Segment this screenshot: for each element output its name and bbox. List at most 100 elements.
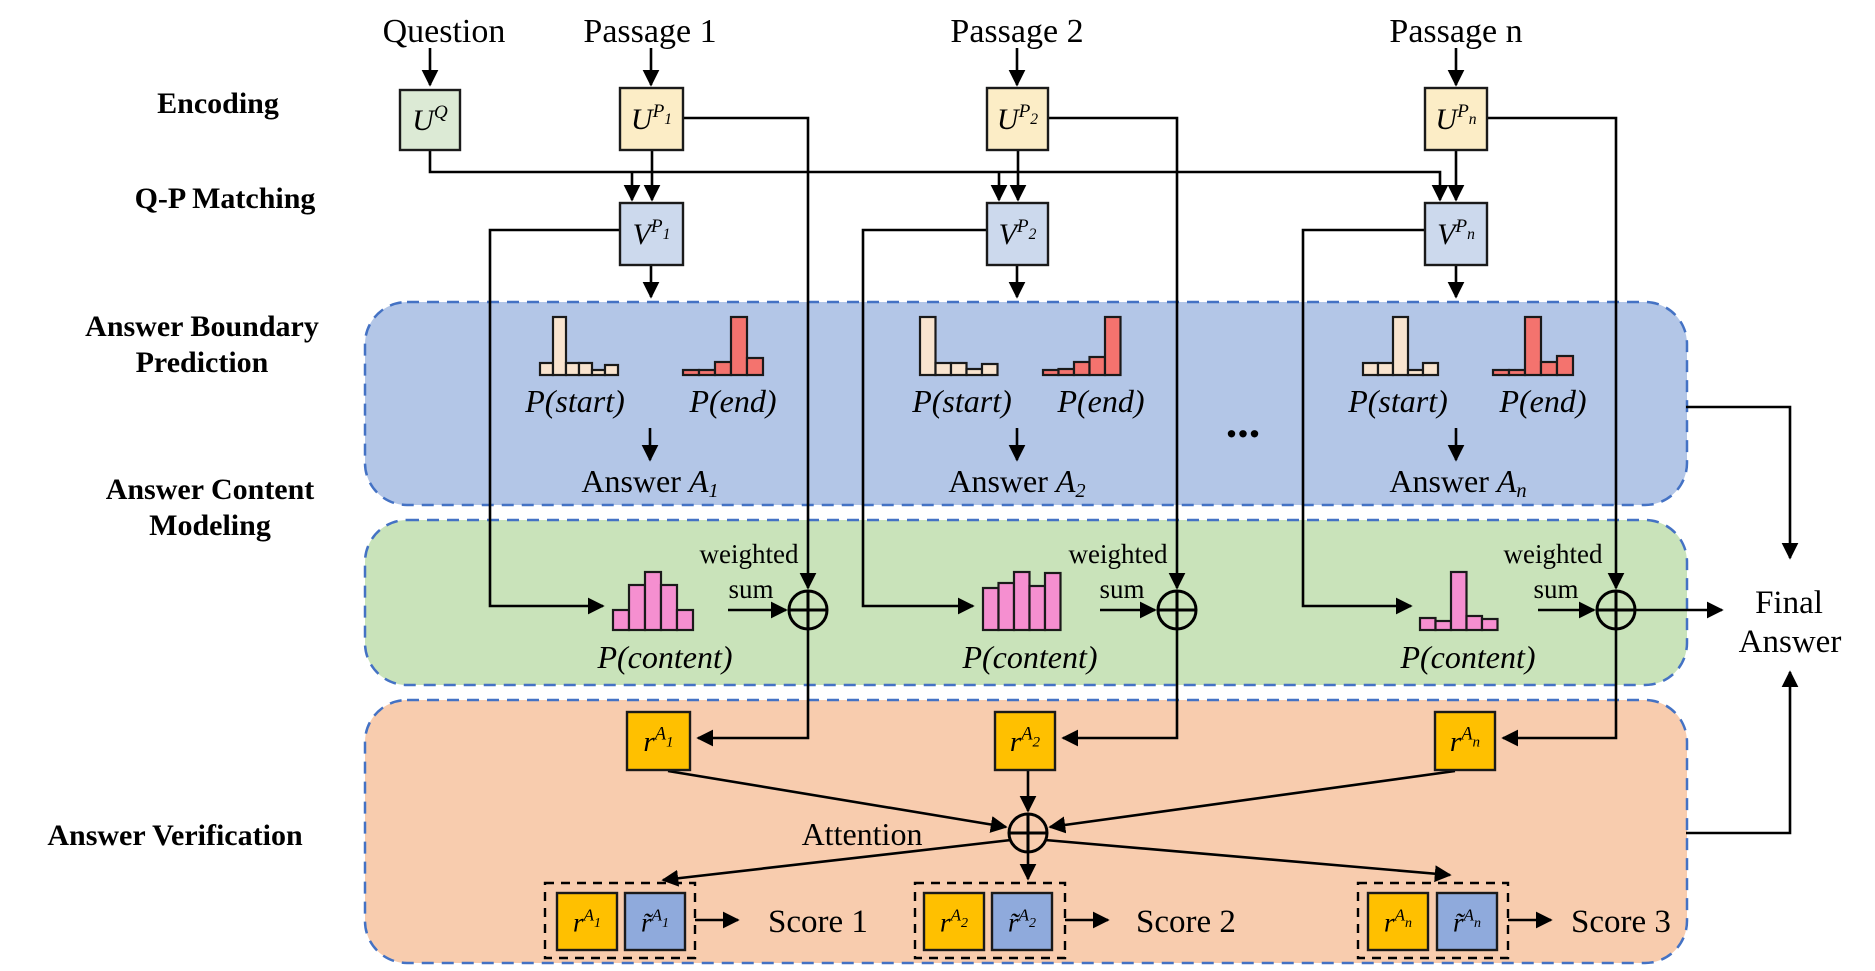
box-vp2: VP2 — [985, 201, 1050, 267]
line-boundary-to-final — [1686, 405, 1799, 560]
box-up2-label: UP2 — [997, 101, 1038, 136]
box-ra1-rect — [625, 710, 692, 772]
hist-p-content-1 — [611, 570, 695, 632]
hist-p-start-2 — [918, 315, 999, 377]
passage-n-label: Passage n — [1389, 13, 1522, 50]
box-score1-ra1-label: rA1 — [573, 906, 601, 938]
arrow-ran-to-attention — [1048, 769, 1456, 834]
hist-p-start-1-bar — [551, 315, 568, 377]
hist-p-content-2-bar — [997, 581, 1016, 632]
box-vp2-rect — [985, 201, 1050, 267]
weighted-sum-oplus-1 — [787, 589, 829, 631]
p-content-2-label: P(content) — [961, 639, 1097, 675]
line-upn-to-oplusn — [1487, 116, 1625, 590]
hist-p-start-n-bar — [1361, 361, 1380, 377]
p-start-2-label: P(start) — [911, 383, 1012, 419]
answer-a1-label: Answer A1 — [581, 463, 718, 502]
final-answer-label-line1: Final — [1755, 585, 1823, 621]
box-vp1-label: VP1 — [633, 216, 671, 251]
hist-p-start-2-bar — [965, 367, 984, 377]
box-ra1-label: rA1 — [643, 723, 673, 758]
hist-p-end-n-bar — [1555, 354, 1575, 377]
question-label: Question — [383, 13, 506, 50]
score-2-label: Score 2 — [1136, 904, 1236, 940]
hist-p-start-2-bar — [980, 362, 999, 377]
hist-p-end-2 — [1041, 315, 1122, 377]
hist-p-start-1-bar — [538, 361, 555, 377]
weighted-label-n: weighted — [1504, 539, 1603, 569]
hist-p-content-n-bar — [1480, 617, 1499, 632]
box-score3-rtan-label: r̃An — [1453, 906, 1481, 938]
box-upn-label: UPn — [1435, 101, 1476, 136]
hist-p-end-2-bar — [1041, 368, 1060, 377]
hist-p-content-n-bar — [1465, 614, 1484, 632]
p-start-n-label: P(start) — [1347, 383, 1448, 419]
hist-p-start-n — [1361, 315, 1440, 377]
stage-qp-matching-label: Q-P Matching — [135, 182, 316, 215]
final-answer-label-line2: Answer — [1739, 624, 1842, 660]
line-oplusn-to-ran — [1501, 629, 1618, 747]
hist-p-start-2-bar — [934, 361, 953, 377]
hist-p-end-1-bar — [713, 360, 733, 377]
hist-p-content-2 — [981, 570, 1062, 632]
hist-p-end-1-bar — [729, 315, 749, 377]
attention-oplus — [1007, 812, 1049, 854]
box-score1-ra1-rect — [555, 891, 619, 952]
stage-answer-boundary-label-line2: Prediction — [136, 346, 269, 379]
box-up2: UP2 — [985, 86, 1050, 152]
hist-p-start-1-bar — [590, 368, 607, 377]
hist-p-start-n-bar — [1376, 361, 1395, 377]
hist-p-end-2-bar — [1072, 360, 1091, 377]
box-vpn-rect — [1423, 201, 1489, 267]
box-ra2-rect — [993, 710, 1057, 772]
p-content-n-label: P(content) — [1399, 639, 1535, 675]
box-vp1-rect — [618, 201, 685, 267]
hist-p-content-2-bar — [981, 586, 1000, 632]
weighted-sum-oplus-2 — [1156, 589, 1198, 631]
line-vp2-to-content2 — [861, 228, 987, 615]
arrow-ra1-to-attention — [667, 769, 1008, 833]
box-ran: rAn — [1433, 710, 1497, 772]
hist-p-content-1-bar — [611, 608, 631, 632]
p-content-1-label: P(content) — [596, 639, 732, 675]
hist-p-start-1-bar — [577, 361, 594, 377]
sum-label-n: sum — [1533, 574, 1578, 604]
box-score2-rta2-rect — [990, 891, 1054, 952]
hist-p-start-n-bar — [1406, 368, 1425, 377]
weighted-label-2: weighted — [1069, 539, 1168, 569]
arrow-attention-to-score1 — [661, 838, 1012, 887]
box-score2-ra2-rect — [922, 891, 986, 952]
hist-p-end-1-bar — [697, 368, 717, 377]
ellipsis-label: ... — [1226, 396, 1261, 447]
box-uq: UQ — [398, 88, 462, 152]
line-up2-to-oplus2 — [1048, 116, 1186, 590]
hist-p-content-2-bar — [1043, 571, 1062, 632]
hist-p-end-1-bar — [681, 368, 701, 377]
box-upn-rect — [1423, 86, 1489, 152]
box-score1-ra1: rA1 — [555, 891, 619, 952]
stage-answer-content-label-line1: Answer Content — [106, 473, 315, 506]
box-score1-rta1-rect — [623, 891, 687, 952]
sum-label-2: sum — [1099, 574, 1144, 604]
hist-p-start-1 — [538, 315, 620, 377]
hist-p-end-1-bar — [745, 356, 765, 377]
box-ran-rect — [1433, 710, 1497, 772]
box-ran-label: rAn — [1450, 723, 1480, 758]
box-ra2: rA2 — [993, 710, 1057, 772]
hist-p-end-n — [1491, 315, 1575, 377]
line-verification-to-final — [1686, 670, 1799, 835]
weighted-sum-oplus-n — [1595, 589, 1637, 631]
hist-p-content-n-bar — [1434, 619, 1453, 632]
p-end-1-label: P(end) — [688, 383, 776, 419]
hist-p-start-2-bar — [918, 315, 937, 377]
box-vp1: VP1 — [618, 201, 685, 267]
hist-p-start-1-bar — [603, 363, 620, 377]
box-ra2-label: rA2 — [1010, 723, 1041, 758]
box-score2-ra2: rA2 — [922, 891, 986, 952]
box-up1: UP1 — [618, 86, 685, 152]
box-vpn: VPn — [1423, 201, 1489, 267]
line-uq-to-vpn — [428, 150, 1449, 202]
attention-label: Attention — [802, 816, 923, 852]
hist-p-end-2-bar — [1103, 315, 1122, 377]
hist-p-content-2-bar — [1028, 584, 1047, 632]
